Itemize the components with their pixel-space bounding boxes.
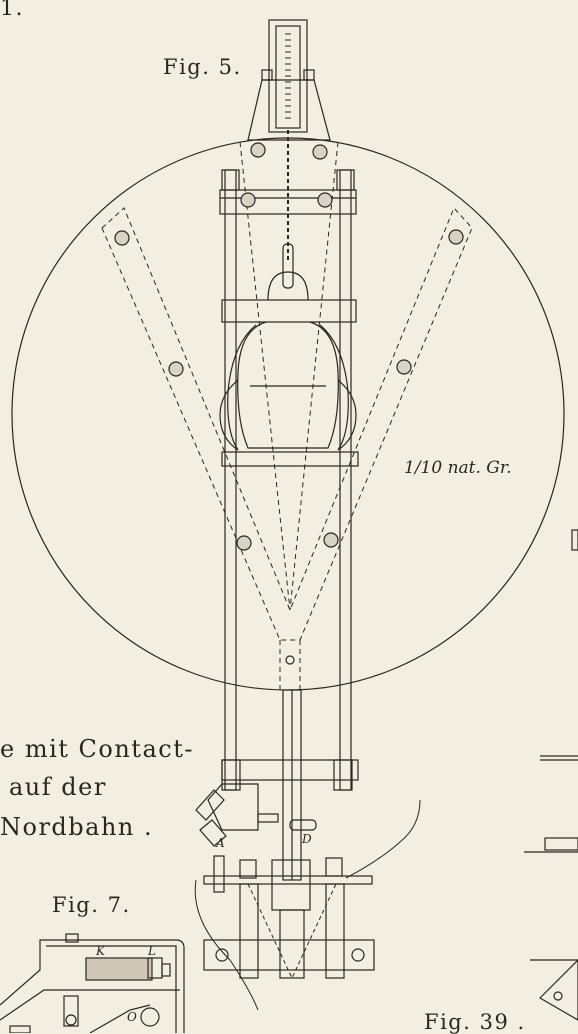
caption-line-3: Nordbahn . [0,813,154,841]
lower-clamp [221,759,359,791]
fig7-drawing [0,933,185,1033]
part-letter-k: K [96,944,105,958]
signal-disc [11,137,565,691]
corner-label: 1. [0,0,24,21]
fig5-label: Fig. 5. [163,55,242,79]
caption-line-1: e mit Contact- [0,735,194,763]
dashed-v-frame [101,141,473,690]
chain [282,130,294,289]
lamp-weight [219,271,357,451]
guide-rods [221,169,355,791]
base-assembly [194,799,421,1011]
rivets [114,142,464,665]
part-letter-o: O [127,1010,137,1024]
right-edge-fragments [524,529,578,1021]
scale-label: 1/10 nat. Gr. [404,458,512,478]
central-shaft [271,689,311,979]
part-letter-l: L [148,944,156,958]
part-letter-a: A [216,836,225,850]
middle-crossbar [221,299,357,323]
caption-line-2: auf der [9,773,107,801]
lower-crossbar [221,451,359,467]
contact-mechanism [195,783,317,893]
fig7-label: Fig. 7. [52,893,131,917]
part-letter-d: D [302,832,312,846]
chain-housing [247,19,331,141]
fig39-label: Fig. 39 . [424,1010,526,1034]
